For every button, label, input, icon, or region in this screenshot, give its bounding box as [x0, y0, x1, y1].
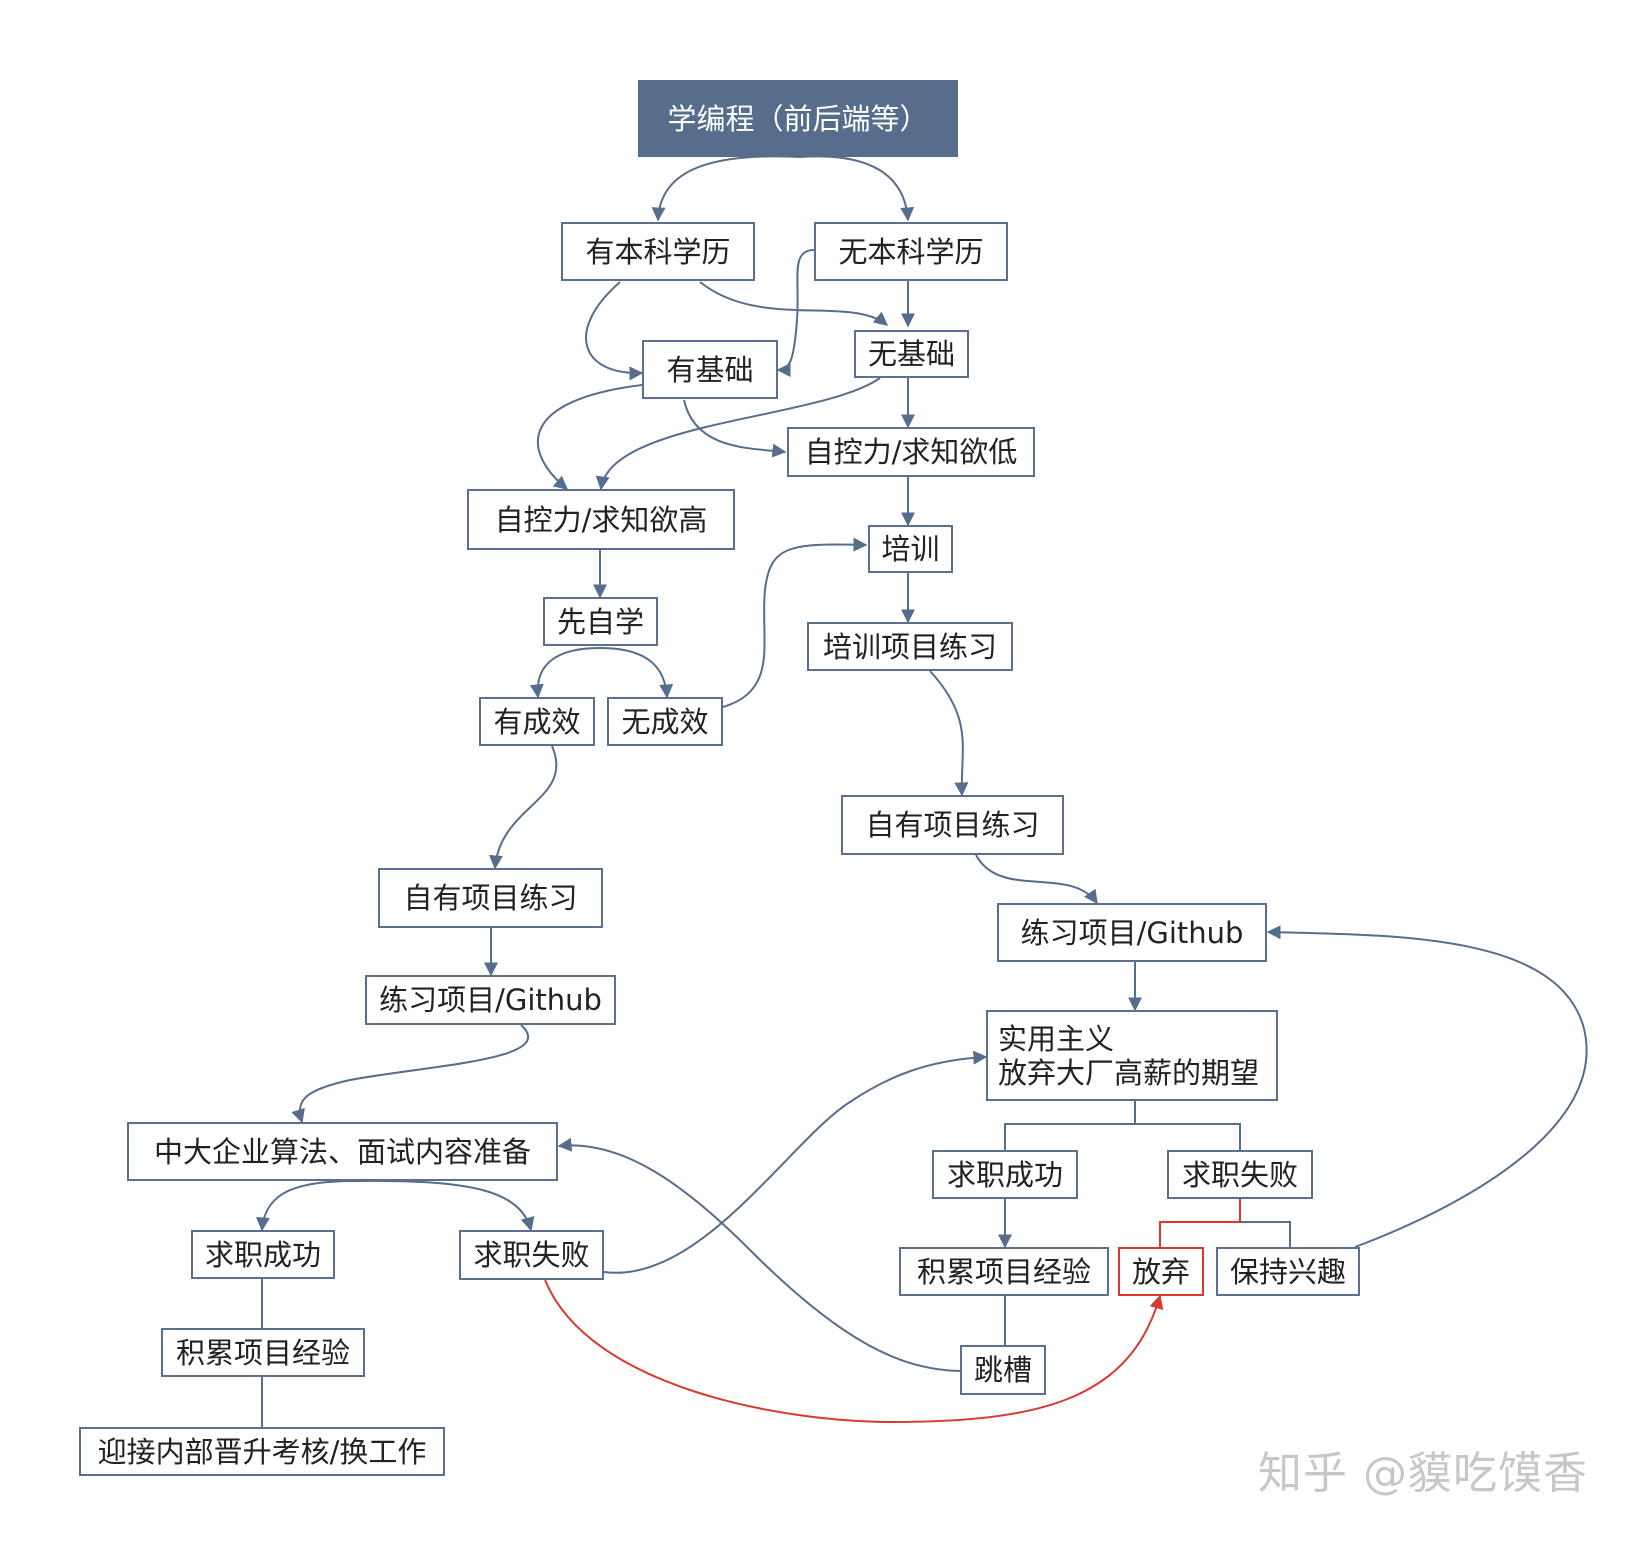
- node-own-projects-right: 自有项目练习: [841, 795, 1064, 855]
- node-give-up: 放弃: [1118, 1247, 1204, 1296]
- node-root-label: 学编程（前后端等）: [667, 101, 929, 136]
- edge-root-to-no-degree: [799, 155, 915, 222]
- edge-left-fail-to-give-up: [544, 1279, 1164, 1424]
- node-job-success-left: 求职成功: [191, 1230, 335, 1279]
- node-training-projects-label: 培训项目练习: [822, 629, 997, 664]
- node-job-fail-right: 求职失败: [1167, 1150, 1313, 1199]
- watermark: 知乎 @貘吃馍香: [1258, 1448, 1588, 1499]
- node-has-basis: 有基础: [642, 340, 778, 399]
- edge-has-basis-to-high-control: [536, 384, 643, 490]
- node-own-projects-left-label: 自有项目练习: [403, 881, 578, 915]
- edge-algorithm-prep-to-left-success: [255, 1179, 363, 1232]
- node-give-up-label: 放弃: [1131, 1254, 1190, 1289]
- node-experience-right: 积累项目经验: [899, 1247, 1109, 1296]
- edge-own-projects-to-github: [975, 854, 1098, 905]
- node-github-left: 练习项目/Github: [365, 975, 616, 1025]
- edge-root-to-has-degree: [651, 155, 801, 222]
- edge-fail-to-keep-interest: [1239, 1199, 1291, 1247]
- edge-fail-to-give-up: [1159, 1199, 1241, 1247]
- node-github-right: 练习项目/Github: [997, 903, 1267, 962]
- edge-self-study-to-not-effective: [599, 647, 674, 699]
- node-algorithm-prep: 中大企业算法、面试内容准备: [127, 1122, 558, 1181]
- node-training-projects: 培训项目练习: [807, 622, 1013, 671]
- edge-effective-to-own-projects: [489, 745, 558, 870]
- node-no-basis: 无基础: [854, 330, 969, 378]
- node-promotion-label: 迎接内部晋升考核/换工作: [97, 1434, 427, 1469]
- node-has-basis-label: 有基础: [666, 352, 754, 387]
- node-job-hop-label: 跳槽: [973, 1353, 1032, 1387]
- node-pragmatism: 实用主义 放弃大厂高薪的期望: [986, 1010, 1278, 1101]
- node-own-projects-left: 自有项目练习: [378, 868, 603, 928]
- node-job-fail-left: 求职失败: [459, 1230, 604, 1280]
- node-algorithm-prep-label: 中大企业算法、面试内容准备: [153, 1134, 531, 1169]
- node-job-success-right-label: 求职成功: [946, 1157, 1063, 1192]
- node-not-effective-label: 无成效: [621, 704, 709, 739]
- node-has-degree-label: 有本科学历: [585, 234, 731, 269]
- edge-job-hop-to-algorithm-prep: [557, 1137, 961, 1372]
- edge-has-basis-to-low-control: [683, 399, 787, 458]
- node-high-self-control: 自控力/求知欲高: [467, 489, 735, 550]
- edge-algorithm-prep-to-left-fail: [361, 1179, 535, 1232]
- node-self-study: 先自学: [543, 597, 658, 646]
- node-job-success-right: 求职成功: [932, 1150, 1078, 1199]
- edge-not-effective-to-training: [722, 537, 868, 708]
- node-root: 学编程（前后端等）: [638, 80, 958, 157]
- node-low-self-control: 自控力/求知欲低: [787, 427, 1035, 477]
- node-job-success-left-label: 求职成功: [204, 1237, 321, 1272]
- edge-training-projects-to-own-projects: [929, 670, 969, 797]
- edge-github-to-algorithm-prep: [291, 1024, 530, 1124]
- node-github-right-label: 练习项目/Github: [1020, 915, 1244, 950]
- node-self-study-label: 先自学: [556, 604, 644, 639]
- node-no-degree-label: 无本科学历: [838, 234, 984, 269]
- node-has-degree: 有本科学历: [561, 222, 755, 281]
- edge-has-degree-to-has-basis: [585, 281, 644, 381]
- node-training: 培训: [868, 525, 953, 573]
- node-low-self-control-label: 自控力/求知欲低: [804, 435, 1018, 469]
- node-training-label: 培训: [881, 532, 940, 566]
- edge-left-fail-to-pragmatism: [603, 1050, 988, 1274]
- edge-no-degree-to-has-basis: [776, 249, 815, 377]
- edge-keep-interest-to-github: [1266, 925, 1588, 1248]
- node-high-self-control-label: 自控力/求知欲高: [494, 502, 708, 537]
- node-own-projects-right-label: 自有项目练习: [865, 808, 1040, 842]
- node-no-degree: 无本科学历: [814, 222, 1008, 281]
- node-github-left-label: 练习项目/Github: [379, 983, 602, 1017]
- node-job-fail-right-label: 求职失败: [1181, 1157, 1298, 1192]
- node-effective-label: 有成效: [493, 704, 581, 739]
- node-keep-interest-label: 保持兴趣: [1229, 1254, 1346, 1289]
- node-effective: 有成效: [479, 697, 595, 746]
- node-experience-left-label: 积累项目经验: [175, 1335, 350, 1370]
- node-experience-left: 积累项目经验: [161, 1328, 365, 1377]
- node-pragmatism-line1: 实用主义: [998, 1021, 1115, 1056]
- node-no-basis-label: 无基础: [867, 337, 955, 371]
- edge-has-degree-to-no-basis: [699, 281, 889, 326]
- node-keep-interest: 保持兴趣: [1216, 1247, 1360, 1296]
- node-experience-right-label: 积累项目经验: [916, 1254, 1091, 1289]
- node-job-hop: 跳槽: [960, 1345, 1046, 1395]
- node-pragmatism-line2: 放弃大厂高薪的期望: [998, 1055, 1260, 1090]
- edge-pragmatism-split: [1004, 1101, 1241, 1150]
- node-promotion: 迎接内部晋升考核/换工作: [79, 1427, 445, 1476]
- node-job-fail-left-label: 求职失败: [473, 1238, 590, 1272]
- edge-no-basis-to-high-control: [595, 377, 881, 491]
- edge-self-study-to-effective: [529, 647, 601, 699]
- node-not-effective: 无成效: [607, 697, 723, 746]
